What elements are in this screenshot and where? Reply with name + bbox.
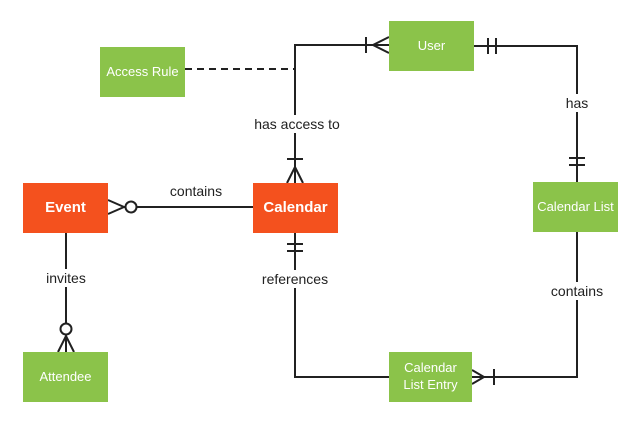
entity-attendee-label: Attendee	[39, 368, 92, 384]
entity-access-rule: Access Rule	[100, 47, 185, 97]
cardinality-double-tick-icon	[287, 243, 303, 252]
relationship-label-contains-right: contains	[546, 282, 608, 300]
crows-foot-icon	[57, 333, 75, 353]
cardinality-circle-icon	[59, 322, 73, 336]
connector-references	[287, 233, 389, 378]
entity-calendar-list-entry: Calendar List Entry	[389, 352, 472, 402]
entity-event-label: Event	[45, 199, 86, 217]
connector-line	[294, 233, 389, 378]
cardinality-double-tick-icon	[487, 38, 497, 54]
entity-access-rule-label: Access Rule	[106, 63, 179, 79]
entity-calendar-list: Calendar List	[533, 182, 618, 232]
crows-foot-icon	[286, 164, 304, 184]
connector-has	[474, 38, 585, 182]
connector-contains-left	[107, 199, 253, 215]
connector-line	[472, 232, 578, 378]
entity-event: Event	[23, 183, 108, 233]
connector-invites	[57, 233, 75, 353]
relationship-label-contains-left: contains	[165, 182, 227, 200]
connector-line	[294, 44, 389, 183]
crows-foot-icon	[107, 199, 127, 215]
cardinality-double-tick-icon	[569, 157, 585, 166]
crows-foot-icon	[471, 369, 486, 385]
crows-foot-icon	[370, 36, 390, 54]
entity-calendar-list-label: Calendar List	[537, 198, 614, 214]
relationship-label-has-access-to: has access to	[250, 115, 344, 133]
relationship-label-references: references	[257, 270, 333, 288]
connector-line	[474, 45, 578, 182]
connector-has-access-to	[286, 36, 390, 184]
relationship-label-invites: invites	[42, 269, 90, 287]
entity-user: User	[389, 21, 474, 71]
entity-calendar-list-entry-label: Calendar List Entry	[403, 360, 458, 392]
relationship-label-has: has	[561, 94, 593, 112]
connector-contains-right	[471, 232, 578, 385]
entity-user-label: User	[417, 37, 446, 53]
entity-calendar: Calendar	[253, 183, 338, 233]
cardinality-circle-icon	[124, 200, 138, 214]
entity-attendee: Attendee	[23, 352, 108, 402]
entity-calendar-label: Calendar	[263, 199, 328, 217]
